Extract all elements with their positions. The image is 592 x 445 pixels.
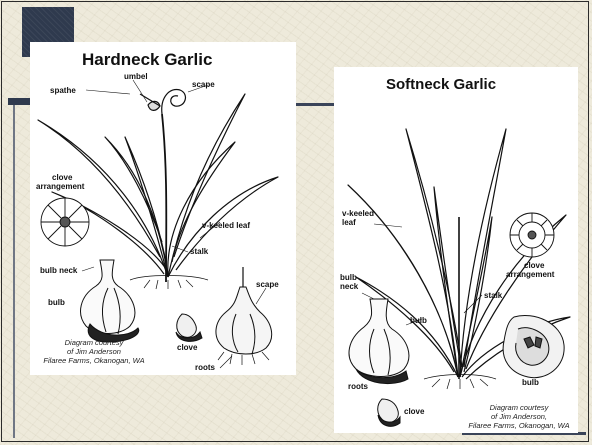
scape-coil	[162, 89, 186, 114]
label-stalk: stalk	[190, 247, 208, 256]
label-spathe: spathe	[50, 86, 76, 95]
label-clove-arrangement-line1: clove	[52, 173, 72, 182]
clove-arrangement-diagram	[41, 198, 89, 246]
softneck-credit-line3: Filaree Farms, Okanogan, WA	[464, 421, 574, 430]
accent-rule-middle	[296, 103, 336, 106]
label-roots: roots	[348, 382, 368, 391]
label-bulb-right: bulb	[410, 316, 427, 325]
label-bulb-bottom: bulb	[522, 378, 539, 387]
softneck-title: Softneck Garlic	[386, 76, 496, 93]
label-clove: clove	[404, 407, 424, 416]
label-umbel: umbel	[124, 72, 148, 81]
leaf-3	[460, 129, 506, 377]
label-roots: roots	[195, 363, 215, 372]
label-clove-arrangement-line2: arrangement	[36, 182, 84, 191]
label-clove-arrangement-line1: clove	[524, 261, 544, 270]
label-v-keeled-line1: v-keeled	[342, 209, 374, 218]
softneck-credit: Diagram courtesy of Jim Anderson, Filare…	[464, 403, 574, 430]
leaf-5	[168, 142, 235, 277]
hardneck-credit-line1: Diagram courtesy	[34, 338, 154, 347]
hardneck-credit-line3: Filaree Farms, Okanogan, WA	[34, 356, 154, 365]
label-v-keeled-leaf: v-keeled leaf	[202, 221, 250, 230]
softneck-diagram-panel: Softneck Garlic v-keeled leaf clove arra…	[334, 67, 578, 433]
bulb-drawing	[81, 260, 139, 342]
accent-rule-left	[8, 98, 30, 105]
label-clove: clove	[177, 343, 197, 352]
bulb-drawing	[349, 299, 409, 384]
hardneck-credit-line2: of Jim Anderson	[34, 347, 154, 356]
label-clove-arrangement-line2: arrangement	[506, 270, 554, 279]
leaf-1	[105, 137, 168, 277]
label-scape-bottom: scape	[256, 280, 279, 289]
label-scape-top: scape	[192, 80, 215, 89]
clove-drawing	[378, 399, 400, 426]
label-v-keeled-line2: leaf	[342, 218, 356, 227]
clove-arrangement-diagram	[510, 213, 554, 257]
bulb-cross-section-drawing	[503, 315, 564, 377]
hardneck-credit: Diagram courtesy of Jim Anderson Filaree…	[34, 338, 154, 365]
label-stalk: stalk	[484, 291, 502, 300]
softneck-credit-line2: of Jim Anderson,	[464, 412, 574, 421]
label-bulb-neck-line1: bulb	[340, 273, 357, 282]
hardneck-title: Hardneck Garlic	[82, 50, 212, 70]
hardneck-diagram-panel: Hardneck Garlic spathe umbel scape clove…	[30, 42, 296, 375]
accent-rule-vertical	[13, 105, 15, 438]
leaf-7	[125, 137, 168, 277]
label-bulb: bulb	[48, 298, 65, 307]
clove-drawing	[176, 314, 202, 341]
softneck-credit-line1: Diagram courtesy	[464, 403, 574, 412]
label-bulb-neck-line2: neck	[340, 282, 358, 291]
label-bulb-neck: bulb neck	[40, 266, 77, 275]
softneck-plant-drawing	[334, 67, 578, 433]
